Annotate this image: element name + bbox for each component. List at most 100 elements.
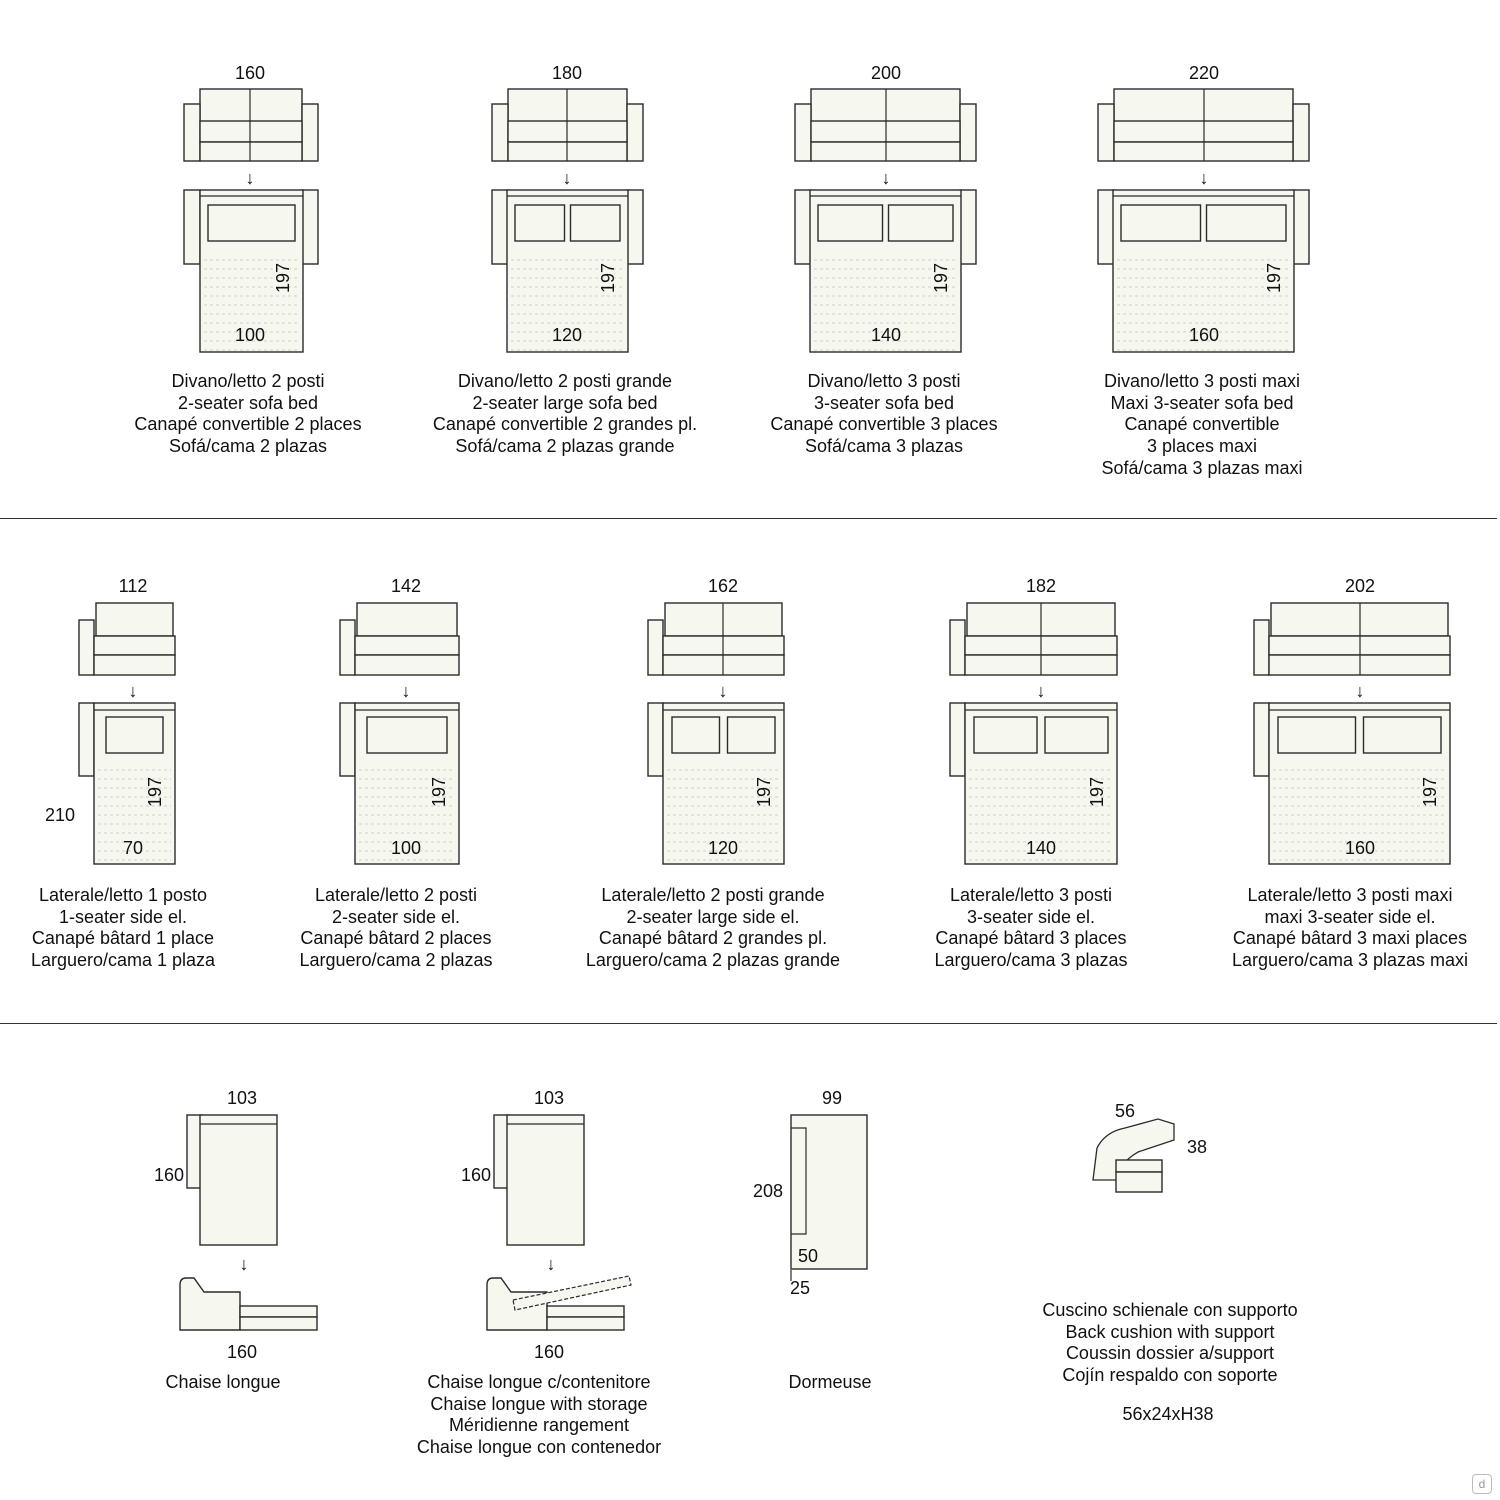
caption-line: Chaise longue con contenedor <box>416 1437 662 1458</box>
bed-width-dimension: 160 <box>1345 838 1375 858</box>
pillow-right <box>1044 716 1109 754</box>
caption-line: Canapé bâtard 3 maxi places <box>1232 928 1468 949</box>
caption-line: Canapé convertible <box>1124 414 1280 435</box>
bed-width-dimension: 70 <box>123 838 143 858</box>
caption-line: Canapé convertible 2 grandes pl. <box>432 414 698 435</box>
bed-arm <box>1253 702 1270 777</box>
bed-width-dimension: 140 <box>871 325 901 345</box>
pillow <box>207 204 296 242</box>
open-length-dimension: 160 <box>227 1342 257 1362</box>
length-dimension: 197 <box>931 263 951 293</box>
caption-line: Sofá/cama 2 plazas <box>168 436 328 457</box>
chaise-extension-base <box>546 1316 625 1331</box>
pillow-left <box>817 204 884 242</box>
row-separator-1 <box>0 518 1497 519</box>
caption-line: Laterale/letto 2 posti <box>314 885 478 905</box>
dormeuse-body <box>790 1114 868 1270</box>
caption-line: Dormeuse <box>788 1372 872 1392</box>
sofa-base <box>199 141 303 162</box>
down-arrow-icon: ↓ <box>719 681 728 701</box>
pillow-left <box>1277 716 1357 754</box>
bed-arm <box>949 702 966 777</box>
pillow-right <box>569 204 621 242</box>
caption-chaise-longue: Chaise longue <box>3 1372 443 1394</box>
caption-line: Larguero/cama 2 plazas <box>299 950 493 971</box>
caption-line: Chaise longue <box>165 1372 281 1392</box>
width-dimension: 103 <box>534 1088 564 1108</box>
bed-width-dimension: 100 <box>391 838 421 858</box>
bed-width-dimension: 120 <box>552 325 582 345</box>
caption-line: Larguero/cama 3 plazas <box>934 950 1128 971</box>
brand-watermark-icon: d <box>1472 1474 1492 1494</box>
bed-arm <box>78 702 95 777</box>
pillow <box>366 716 448 754</box>
cushion-support-top <box>1115 1159 1163 1173</box>
pillow-left <box>973 716 1038 754</box>
caption-line: Chaise longue with storage <box>430 1393 648 1414</box>
bed-right-arm <box>301 189 319 265</box>
down-arrow-icon: ↓ <box>246 168 255 188</box>
pillow-left <box>671 716 721 754</box>
bed-arm <box>339 702 356 777</box>
caption-line: Larguero/cama 3 plazas maxi <box>1231 950 1469 971</box>
length-dimension: 197 <box>145 777 165 807</box>
caption-line: maxi 3-seater side el. <box>1264 906 1436 927</box>
caption-line: Back cushion with support <box>1065 1321 1275 1342</box>
chaise-side-body <box>179 1277 241 1331</box>
bed-left-arm <box>1097 189 1115 265</box>
pillow-left <box>514 204 566 242</box>
down-arrow-icon: ↓ <box>547 1254 556 1274</box>
down-arrow-icon: ↓ <box>1037 681 1046 701</box>
caption-line: Sofá/cama 2 plazas grande <box>455 436 675 457</box>
width-dimension: 160 <box>235 63 265 83</box>
bed-width-dimension: 100 <box>235 325 265 345</box>
caption-line: Cuscino schienale con supporto <box>1042 1300 1298 1320</box>
caption-line: Maxi 3-seater sofa bed <box>1110 392 1294 413</box>
width-dimension: 220 <box>1189 63 1219 83</box>
caption-line: 3 places maxi <box>1146 436 1258 457</box>
caption-line: 2-seater large sofa bed <box>472 392 658 413</box>
pillow-right <box>726 716 776 754</box>
depth-dimension: 160 <box>154 1165 184 1185</box>
side-seat-cushion <box>93 635 176 656</box>
caption-dormeuse: Dormeuse <box>610 1372 1050 1394</box>
sofa-left-arm <box>794 103 812 162</box>
caption-line: Coussin dossier a/support <box>1065 1343 1275 1364</box>
caption-line: Laterale/letto 3 posti maxi <box>1247 885 1453 905</box>
sofa-left-arm <box>1097 103 1115 162</box>
open-length-dimension: 160 <box>534 1342 564 1362</box>
total-depth-dimension: 210 <box>45 805 75 825</box>
down-arrow-icon: ↓ <box>402 681 411 701</box>
width-dimension: 99 <box>822 1088 842 1108</box>
down-arrow-icon: ↓ <box>240 1254 249 1274</box>
bed-width-dimension: 120 <box>708 838 738 858</box>
down-arrow-icon: ↓ <box>1200 168 1209 188</box>
caption-line: Laterale/letto 2 posti grande <box>601 885 825 905</box>
bed-width-dimension: 140 <box>1026 838 1056 858</box>
side-arm <box>78 619 95 676</box>
width-dimension: 182 <box>1026 576 1056 596</box>
caption-line: Canapé bâtard 3 places <box>935 928 1127 949</box>
side-backrest <box>95 602 174 637</box>
width-dimension: 162 <box>708 576 738 596</box>
sofa-right-arm <box>626 103 644 162</box>
length-dimension: 197 <box>273 263 293 293</box>
pillow-right <box>887 204 954 242</box>
down-arrow-icon: ↓ <box>1356 681 1365 701</box>
bed-right-arm <box>1292 189 1310 265</box>
chaise-seat <box>506 1114 585 1246</box>
sofa-left-arm <box>491 103 509 162</box>
seat-dimension: 50 <box>798 1246 818 1266</box>
caption-line: Chaise longue c/contenitore <box>427 1372 651 1392</box>
storage-lid-open <box>512 1275 632 1311</box>
